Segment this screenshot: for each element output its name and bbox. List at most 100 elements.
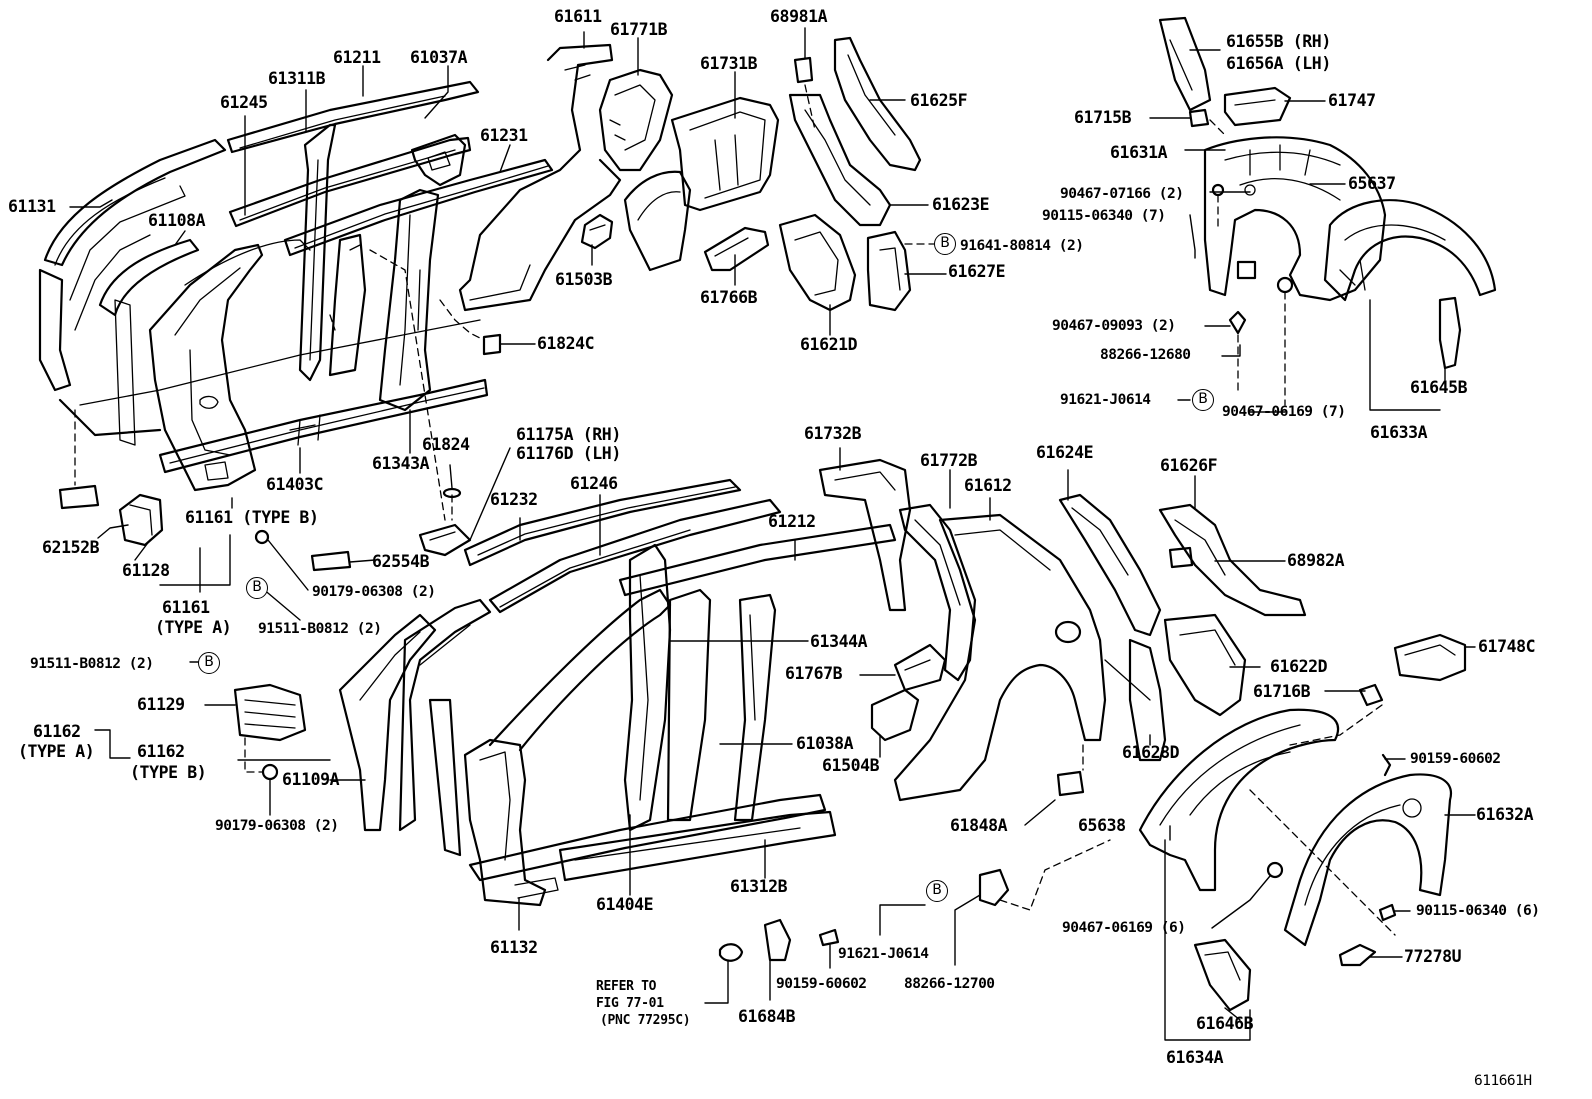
label-61684b: 61684B [738,1007,796,1026]
label-61624e: 61624E [1036,443,1094,462]
label-61621d: 61621D [800,335,858,354]
label-61634a: 61634A [1166,1048,1224,1067]
upper-right-wheel-liner [1158,16,1497,406]
label-62554b: 62554B [372,552,430,571]
label-61748c: 61748C [1478,637,1536,656]
refer-note-line-1: REFER TO [596,979,657,994]
marker-b-2: B [1192,389,1214,411]
label-61212: 61212 [768,512,816,531]
label-61404e: 61404E [596,895,654,914]
label-90159-60602-right: 90159-60602 [1410,751,1501,767]
label-61162-a: 61162 [33,722,81,741]
label-61246: 61246 [570,474,618,493]
label-61633a: 61633A [1370,423,1428,442]
label-62152b: 62152B [42,538,100,557]
label-91511-b0812-lower: 91511-B0812 (2) [30,656,154,672]
label-61715b: 61715B [1074,108,1132,127]
label-61655b-rh: 61655B (RH) [1226,32,1331,51]
label-61632a: 61632A [1476,805,1534,824]
label-61211: 61211 [333,48,381,67]
label-61344a: 61344A [810,632,868,651]
label-90467-07166: 90467-07166 (2) [1060,186,1184,202]
label-88266-12700: 88266-12700 [904,976,995,992]
label-61772b: 61772B [920,451,978,470]
label-61732b: 61732B [804,424,862,443]
label-61403c: 61403C [266,475,324,494]
label-61767b: 61767B [785,664,843,683]
label-61232: 61232 [490,490,538,509]
upper-left-side-structure [38,36,935,572]
marker-b-1: B [934,233,956,255]
label-61716b: 61716B [1253,682,1311,701]
label-61162-b: 61162 [137,742,185,761]
label-61109a: 61109A [282,770,340,789]
label-61503b: 61503B [555,270,613,289]
label-61161: 61161 [162,598,210,617]
label-61311b: 61311B [268,69,326,88]
label-77278u: 77278U [1404,947,1462,966]
label-91641-80814: 91641-80814 (2) [960,238,1084,254]
label-61612: 61612 [964,476,1012,495]
label-65637: 65637 [1348,174,1396,193]
label-90467-06169-6: 90467-06169 (6) [1062,920,1186,936]
refer-note-line-2: FIG 77-01 [596,996,664,1011]
label-61731b: 61731B [700,54,758,73]
label-61611: 61611 [554,7,602,26]
refer-note-line-3: (PNC 77295C) [600,1013,691,1028]
label-61129: 61129 [137,695,185,714]
label-61623e: 61623E [932,195,990,214]
label-90179-06308-lower: 90179-06308 (2) [215,818,339,834]
label-61824c: 61824C [537,334,595,353]
label-61128: 61128 [122,561,170,580]
label-90159-60602-lower: 90159-60602 [776,976,867,992]
label-61162-type-b: (TYPE B) [130,763,207,782]
lower-side-structure [233,458,1467,1012]
label-90115-06340-7: 90115-06340 (7) [1042,208,1166,224]
label-91511-b0812-upper: 91511-B0812 (2) [258,621,382,637]
label-61627e: 61627E [948,262,1006,281]
label-61132: 61132 [490,938,538,957]
label-61038a: 61038A [796,734,854,753]
marker-b-4: B [198,652,220,674]
label-61631a: 61631A [1110,143,1168,162]
label-88266-12680: 88266-12680 [1100,347,1191,363]
label-61231: 61231 [480,126,528,145]
label-61108a: 61108A [148,211,206,230]
label-65638: 65638 [1078,816,1126,835]
label-61343a: 61343A [372,454,430,473]
label-61771b: 61771B [610,20,668,39]
figure-code: 611661H [1474,1073,1532,1089]
label-68981a: 68981A [770,7,828,26]
label-61037a: 61037A [410,48,468,67]
label-61824: 61824 [422,435,470,454]
marker-b-5: B [926,880,948,902]
label-90115-06340-6: 90115-06340 (6) [1416,903,1540,919]
label-61625f: 61625F [910,91,968,110]
label-61161-type-a: (TYPE A) [155,618,232,637]
label-61848a: 61848A [950,816,1008,835]
label-61747: 61747 [1328,91,1376,110]
label-91621-j0614-upper: 91621-J0614 [1060,392,1151,408]
label-61766b: 61766B [700,288,758,307]
label-61645b: 61645B [1410,378,1468,397]
label-90467-06169-7: 90467-06169 (7) [1222,404,1346,420]
label-61628d: 61628D [1122,743,1180,762]
label-61622d: 61622D [1270,657,1328,676]
label-61245: 61245 [220,93,268,112]
label-91621-j0614-lower: 91621-J0614 [838,946,929,962]
label-61646b: 61646B [1196,1014,1254,1033]
leader-lines [69,27,1476,1041]
label-61131: 61131 [8,197,56,216]
label-61161-type-b: 61161 (TYPE B) [185,508,319,527]
label-61656a-lh: 61656A (LH) [1226,54,1331,73]
marker-b-3: B [246,577,268,599]
label-61312b: 61312B [730,877,788,896]
label-68982a: 68982A [1287,551,1345,570]
label-61176d-lh: 61176D (LH) [516,444,621,463]
label-61162-type-a: (TYPE A) [18,742,95,761]
label-61175a-rh: 61175A (RH) [516,425,621,444]
label-61504b: 61504B [822,756,880,775]
label-90467-09093: 90467-09093 (2) [1052,318,1176,334]
